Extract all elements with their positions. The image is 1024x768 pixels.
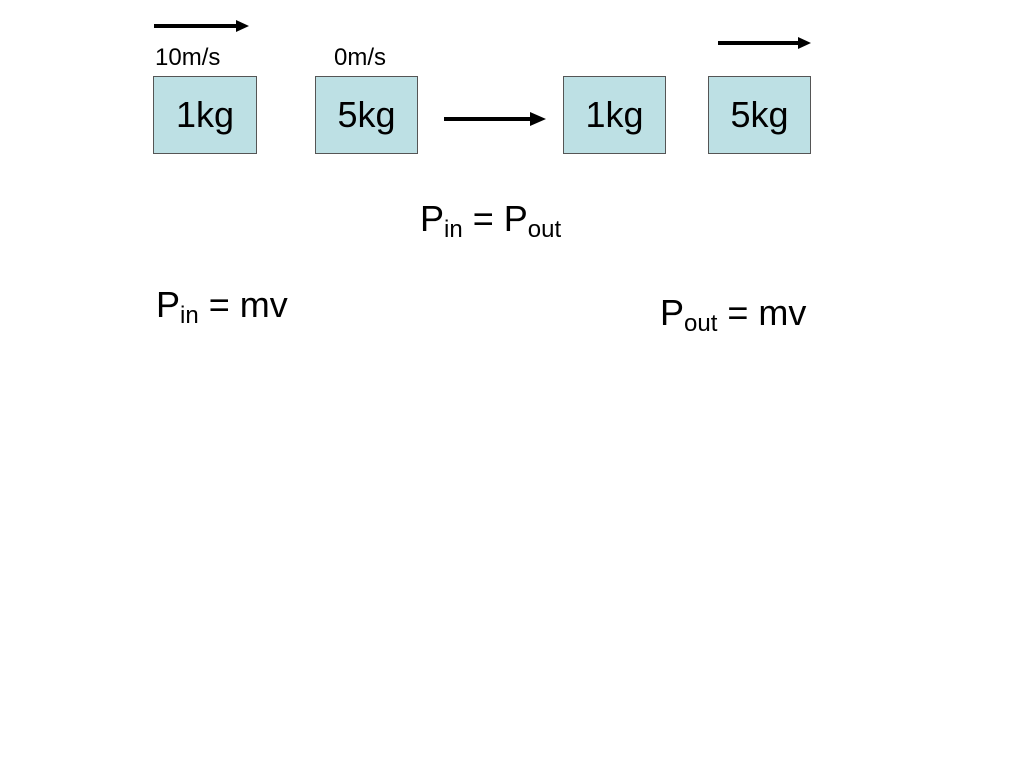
block-1kg-after: 1kg xyxy=(563,76,666,154)
eq-subscript: in xyxy=(444,216,463,243)
block-1kg-before: 1kg xyxy=(153,76,257,154)
eq-rhs: = mv xyxy=(198,284,288,325)
eq-operator: = xyxy=(462,198,504,239)
conservation-equation: Pin = Pout xyxy=(420,198,562,243)
transition-arrow xyxy=(444,112,546,126)
eq-subscript: in xyxy=(180,302,199,329)
eq-symbol: P xyxy=(660,292,685,333)
velocity-arrow-block2-after xyxy=(718,37,811,49)
block-5kg-after: 5kg xyxy=(708,76,811,154)
block-5kg-before: 5kg xyxy=(315,76,418,154)
block-mass-label: 5kg xyxy=(730,94,789,135)
block-mass-label: 1kg xyxy=(175,94,235,135)
block-mass-label: 5kg xyxy=(337,94,396,135)
block-mass-label: 1kg xyxy=(585,94,644,135)
eq-symbol: P xyxy=(420,198,445,239)
momentum-out-equation: Pout = mv xyxy=(660,292,807,337)
eq-subscript: out xyxy=(527,216,562,243)
speed-label-block1: 10m/s xyxy=(155,44,221,71)
eq-rhs: = mv xyxy=(717,292,807,333)
velocity-arrow-block1-before xyxy=(154,20,249,32)
momentum-in-equation: Pin = mv xyxy=(156,284,288,329)
eq-symbol: P xyxy=(156,284,181,325)
speed-label-block2: 0m/s xyxy=(334,44,387,71)
eq-symbol: P xyxy=(503,198,528,239)
eq-subscript: out xyxy=(684,310,718,337)
